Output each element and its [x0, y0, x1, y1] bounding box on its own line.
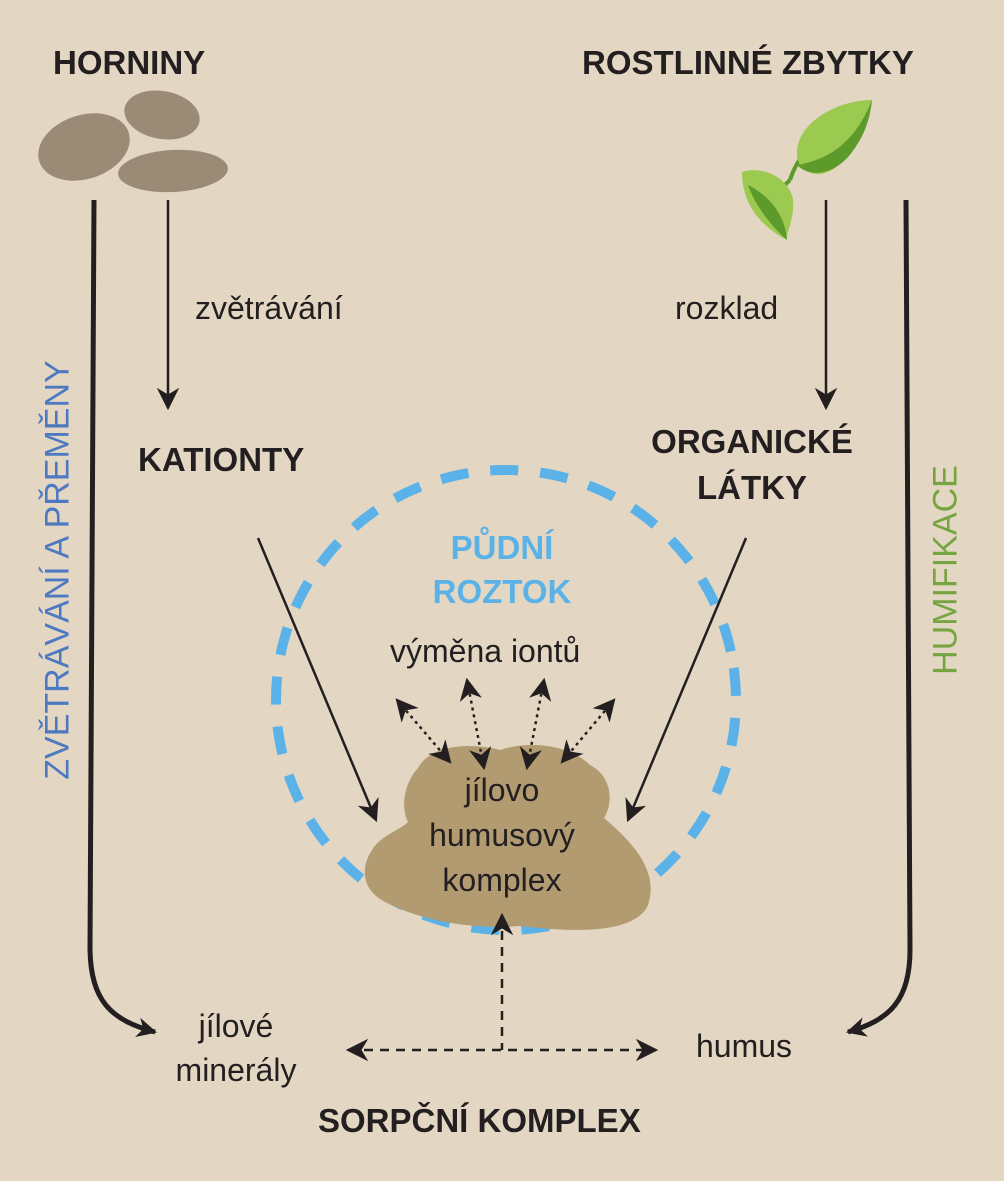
decomposition-label: rozklad: [675, 290, 779, 326]
plant-residues-heading: ROSTLINNÉ ZBYTKY: [582, 44, 914, 81]
complex-line1: jílovo: [464, 772, 540, 808]
organic-matter-arrow: [625, 537, 748, 823]
clay-minerals-line2: minerály: [175, 1052, 297, 1088]
organic-matter-label: ORGANICKÉ LÁTKY: [630, 419, 874, 511]
sorption-complex-label: SORPČNÍ KOMPLEX: [318, 1102, 641, 1139]
complex-line3: komplex: [442, 862, 562, 898]
cations-label: KATIONTY: [138, 441, 305, 478]
soil-solution-line1: PŮDNÍ: [450, 529, 554, 566]
weathering-label: zvětrávání: [195, 290, 343, 326]
plant-sprout-icon: [742, 100, 872, 240]
organic-matter-line2: LÁTKY: [697, 469, 807, 506]
clay-humus-complex-blob: [364, 745, 651, 930]
clay-minerals-line1: jílové: [198, 1008, 274, 1044]
complex-line2: humusový: [429, 817, 575, 853]
clay-humus-complex-label: jílovo humusový komplex: [392, 768, 612, 903]
rocks-heading: HORNINY: [53, 44, 206, 81]
organic-matter-line1: ORGANICKÉ: [651, 423, 853, 460]
soil-solution-label: PŮDNÍ ROZTOK: [402, 526, 602, 614]
soil-solution-line2: ROZTOK: [432, 573, 572, 610]
cations-arrow: [256, 537, 379, 823]
ion-exchange-label: výměna iontů: [390, 633, 581, 669]
humification-vertical-label: HUMIFIKACE: [926, 465, 965, 675]
left-outer-arrow: [87, 199, 157, 1038]
weathering-transformation-vertical-label: ZVĚTRÁVÁNÍ A PŘEMĚNY: [38, 360, 77, 780]
right-outer-arrow: [846, 199, 913, 1037]
humus-label: humus: [696, 1028, 793, 1064]
ion-exchange-arrows: [395, 677, 616, 771]
rocks-icon: [38, 90, 228, 193]
clay-minerals-label: jílové minerály: [156, 1004, 316, 1092]
